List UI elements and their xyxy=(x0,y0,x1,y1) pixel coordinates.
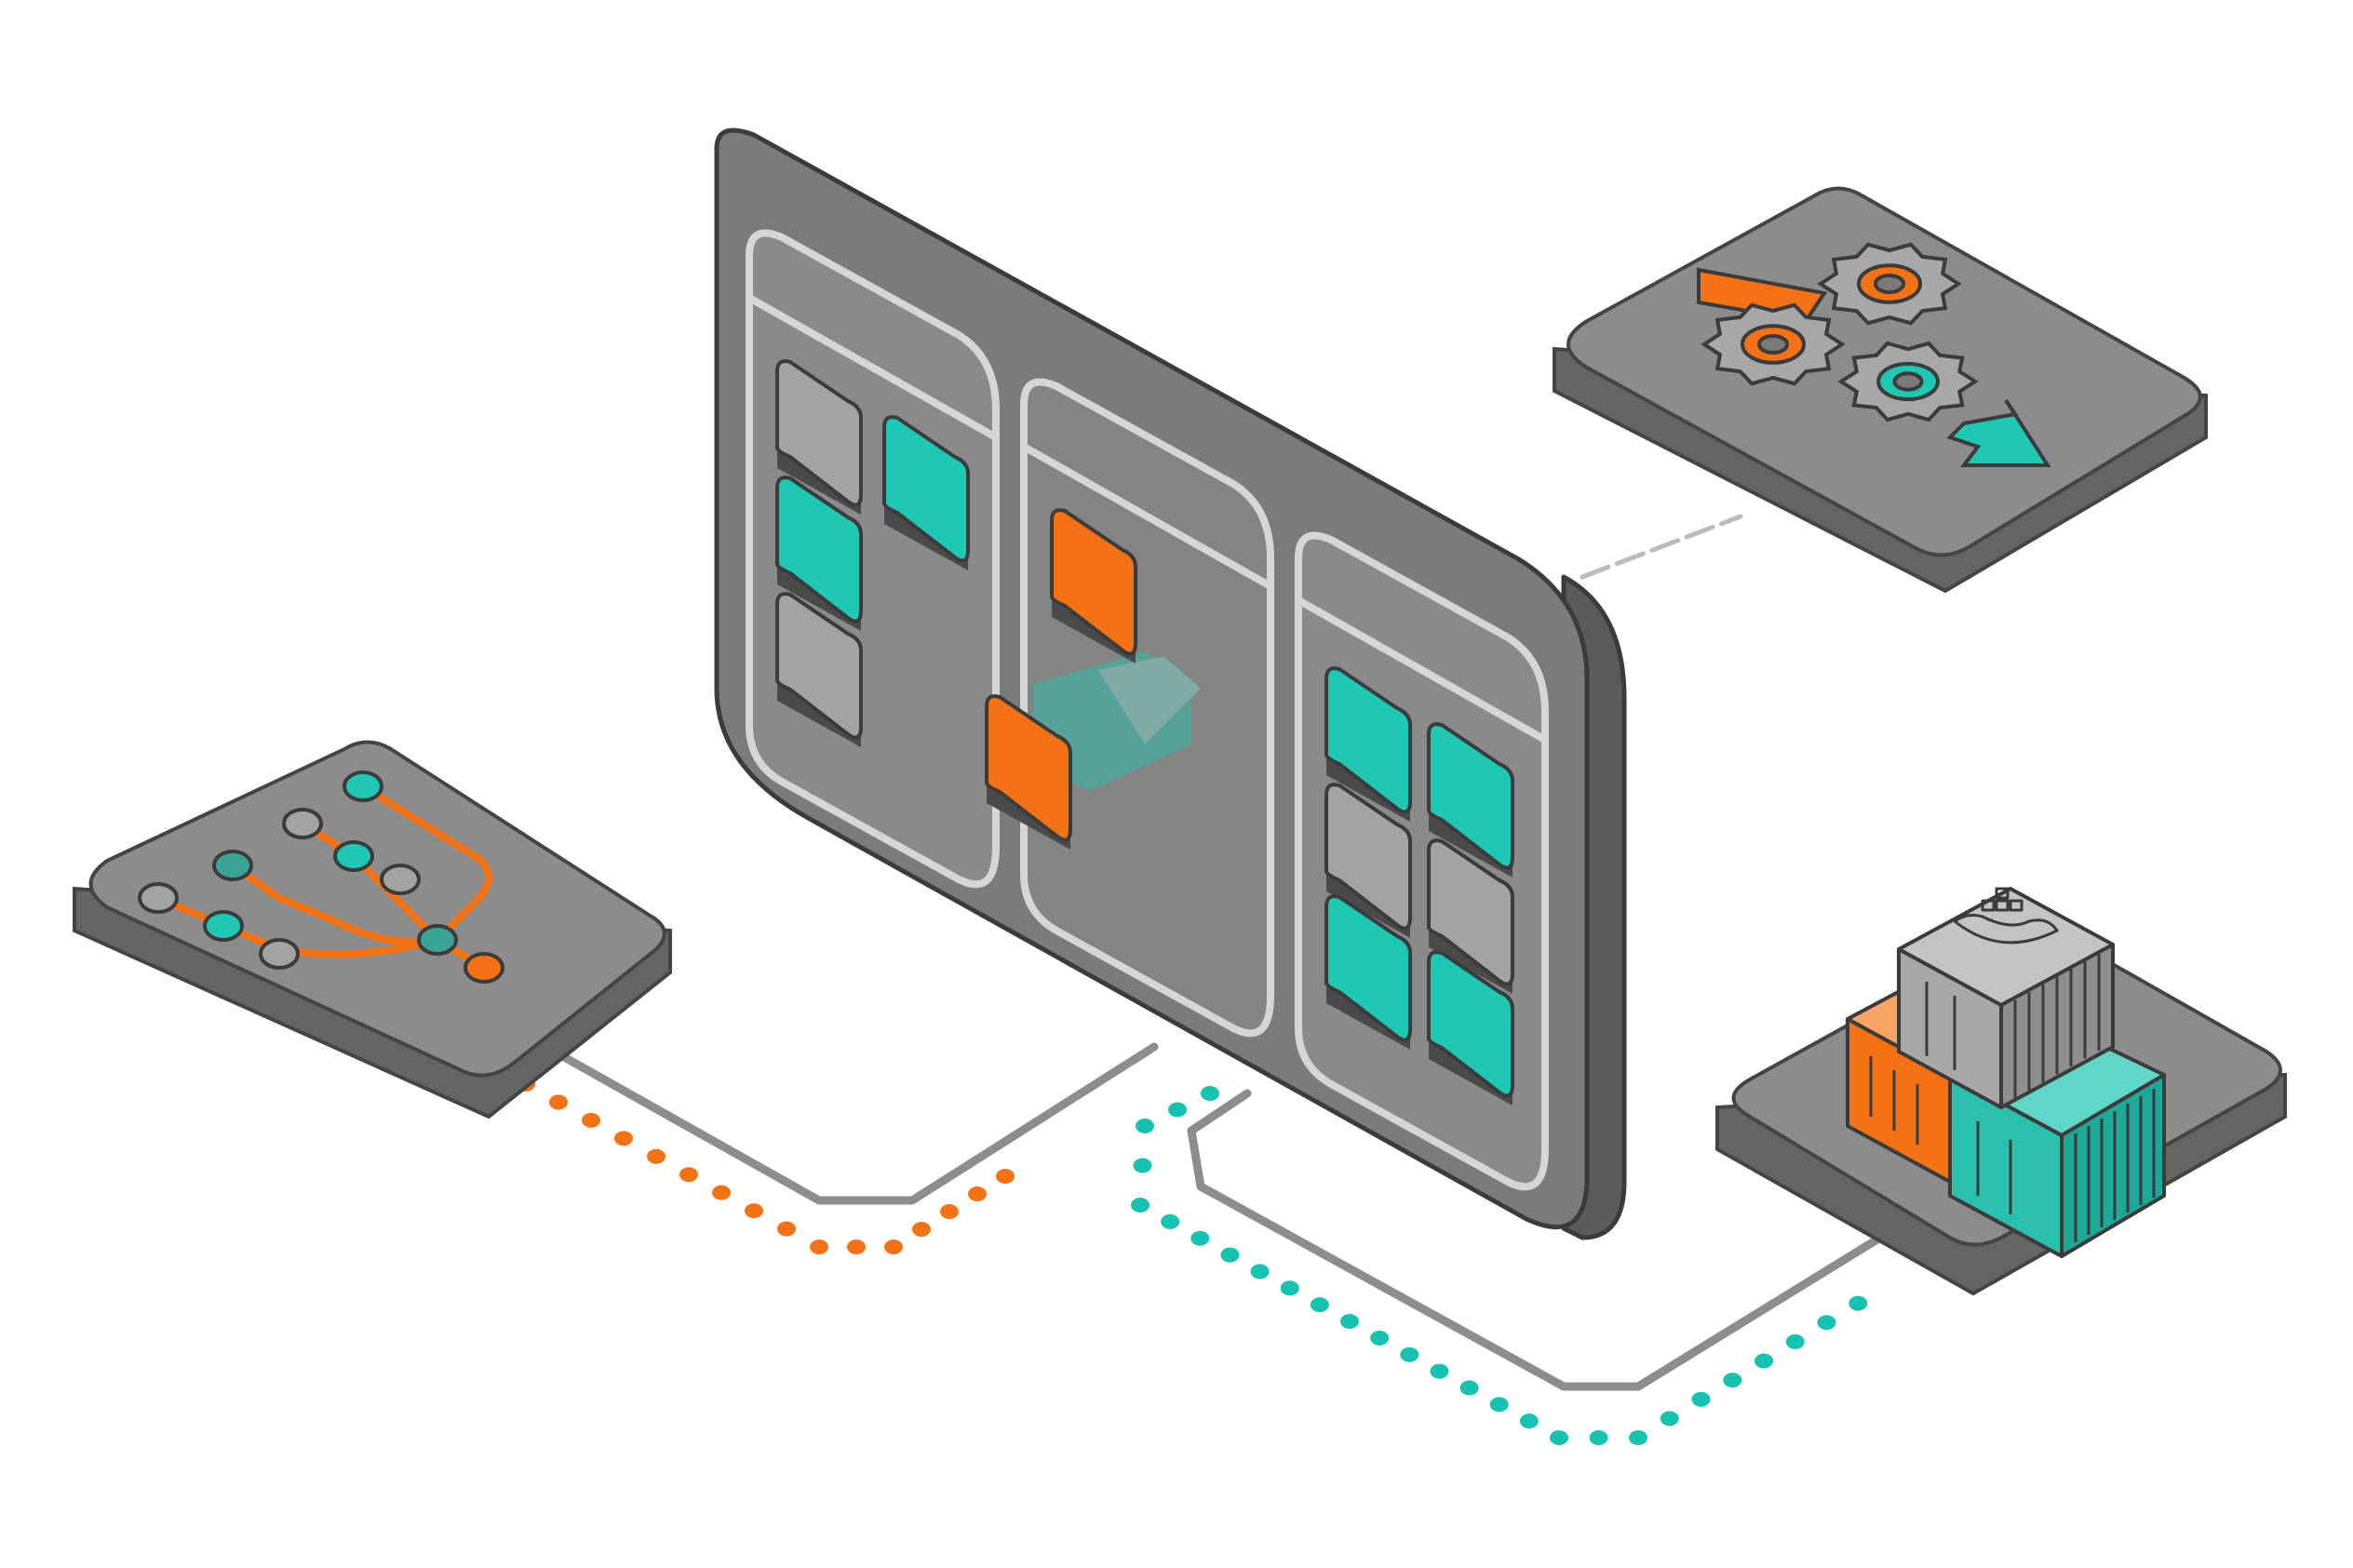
gray-container xyxy=(1897,887,2115,1109)
trail-dot xyxy=(777,1221,796,1237)
kanban-card-teal xyxy=(1427,950,1514,1106)
trail-dot xyxy=(1755,1353,1773,1369)
trail-dot xyxy=(1723,1373,1742,1388)
trail-dot xyxy=(1168,1102,1187,1118)
trail-dot xyxy=(745,1203,763,1219)
trail-dot xyxy=(996,1169,1015,1184)
trail-dot xyxy=(912,1222,931,1237)
kanban-card-teal xyxy=(1324,894,1412,1050)
kanban-card-gray xyxy=(775,592,863,747)
trail-dot xyxy=(1519,1414,1539,1429)
connector-board-to-gears xyxy=(1580,514,1743,580)
trail-dot xyxy=(1550,1430,1568,1445)
teal-gear-icon xyxy=(1837,341,1979,422)
trail-dot xyxy=(1250,1264,1270,1280)
column-header-divider xyxy=(747,294,998,441)
trail-dot xyxy=(1817,1315,1836,1331)
orange-gear-icon xyxy=(1817,242,1962,326)
kanban-card-orange xyxy=(985,694,1072,850)
column-2-cards xyxy=(985,508,1137,850)
trail-dot xyxy=(810,1240,828,1254)
trail-dot xyxy=(647,1148,666,1164)
connector-git-to-board xyxy=(517,1028,1159,1205)
trail-dot xyxy=(1133,1158,1152,1173)
trail-dot xyxy=(1691,1391,1711,1407)
kanban-card-teal xyxy=(1427,722,1514,878)
kanban-card-orange xyxy=(1050,508,1137,663)
git-branch-icon xyxy=(138,771,504,984)
trail-dot xyxy=(968,1186,987,1201)
trail-dot xyxy=(1310,1297,1329,1313)
teal-dotted-trail xyxy=(1131,1086,1868,1445)
connector-board-to-containers xyxy=(1187,1089,1885,1391)
connector-lines xyxy=(517,514,1885,1391)
trail-dot xyxy=(847,1240,866,1254)
orange-gear-icon xyxy=(1701,302,1846,386)
trail-dot xyxy=(1370,1330,1390,1346)
automation-gears-tile xyxy=(1553,186,2208,594)
column-header-divider xyxy=(1297,596,1547,744)
trail-dot xyxy=(884,1240,903,1254)
kanban-card-teal xyxy=(882,415,970,570)
trail-dot xyxy=(1489,1397,1509,1413)
trail-dot xyxy=(940,1204,959,1219)
teal-output-arrow xyxy=(1946,398,2051,467)
trail-dot xyxy=(1136,1119,1154,1133)
kanban-card-gray xyxy=(775,359,863,515)
trail-dot xyxy=(549,1094,568,1110)
docker-whale-icon xyxy=(1953,887,2059,945)
containers-tile xyxy=(1715,887,2287,1296)
trail-dot xyxy=(1340,1314,1359,1329)
trail-dot xyxy=(1629,1430,1647,1445)
trail-dot xyxy=(1161,1213,1180,1229)
trail-dot xyxy=(1280,1280,1299,1296)
trail-dot xyxy=(1459,1380,1479,1396)
trail-dot xyxy=(1131,1198,1150,1213)
kanban-card-teal xyxy=(1324,666,1412,822)
kanban-card-gray xyxy=(1324,783,1412,938)
trail-dot xyxy=(1660,1411,1679,1427)
kanban-column-1 xyxy=(746,229,1000,889)
kanban-card-teal xyxy=(775,476,863,631)
shipping-container-icon xyxy=(1846,887,2166,1258)
column-1-cards xyxy=(775,359,970,747)
orange-dotted-trail xyxy=(517,1077,1015,1254)
column-3-cards xyxy=(1324,666,1514,1106)
trail-dot xyxy=(679,1167,698,1183)
trail-dot xyxy=(1849,1295,1868,1311)
kanban-column-3 xyxy=(1295,531,1549,1191)
kanban-column-2 xyxy=(985,378,1274,1038)
trail-dot xyxy=(582,1112,600,1128)
tile-top xyxy=(88,740,666,1078)
trail-dot xyxy=(1430,1363,1449,1379)
kanban-board xyxy=(714,127,1627,1240)
trail-dot xyxy=(1400,1347,1419,1362)
trail-dot xyxy=(1785,1333,1805,1349)
git-branches-tile xyxy=(73,740,672,1119)
trail-dot xyxy=(1220,1247,1240,1263)
trail-dot xyxy=(1589,1430,1608,1445)
trail-dot xyxy=(1201,1086,1219,1101)
trail-dot xyxy=(712,1185,731,1200)
trail-dot xyxy=(1190,1230,1210,1246)
column-header-divider xyxy=(1022,443,1272,590)
moving-card-trail xyxy=(1033,651,1201,791)
gears-icon xyxy=(1697,242,2051,467)
trail-dot xyxy=(614,1131,633,1146)
